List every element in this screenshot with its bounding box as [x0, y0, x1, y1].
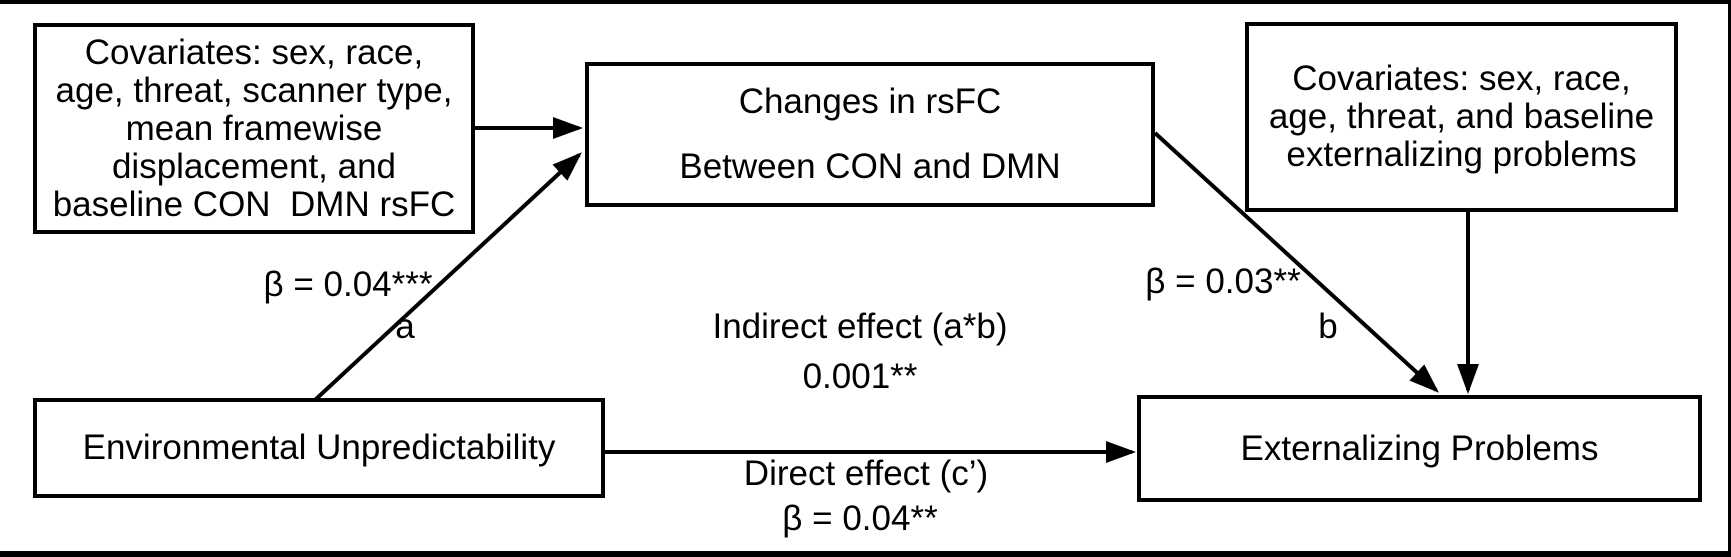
indirect-effect-value: 0.001**	[802, 357, 918, 396]
indirect-effect-label: Indirect effect (a*b)	[712, 307, 1008, 346]
covariates-left-line: baseline CON DMN rsFC	[52, 184, 456, 224]
outcome-label: Externalizing Problems	[1240, 428, 1599, 468]
covariates-left-line: displacement, and	[111, 146, 397, 186]
direct-effect-label: Direct effect (c’)	[743, 454, 989, 493]
path-a-beta-label: β = 0.04***	[263, 265, 433, 304]
covariates-right-line: Covariates: sex, race,	[1292, 59, 1631, 98]
path-b-beta-label: β = 0.03**	[1145, 262, 1301, 301]
mediator-line: Between CON and DMN	[679, 147, 1061, 186]
covariates-right-box: Covariates: sex, race, age, threat, and …	[1245, 22, 1678, 212]
covariates-left-line: Covariates: sex, race,	[84, 32, 424, 72]
predictor-label: Environmental Unpredictability	[82, 428, 556, 467]
covariates-left-line: mean framewise	[125, 108, 383, 148]
outcome-box: Externalizing Problems	[1137, 395, 1702, 502]
figure-border-right	[1728, 0, 1731, 557]
arrow-a-path	[313, 152, 582, 402]
path-a-label: a	[395, 307, 415, 346]
predictor-box: Environmental Unpredictability	[33, 398, 605, 498]
figure-border-top	[0, 0, 1731, 4]
direct-effect-value: β = 0.04**	[782, 499, 938, 538]
mediator-box: Changes in rsFC Between CON and DMN	[585, 62, 1155, 207]
covariates-right-line: externalizing problems	[1286, 135, 1637, 174]
mediator-line: Changes in rsFC	[738, 82, 1002, 121]
covariates-left-line: age, threat, scanner type,	[55, 70, 453, 110]
covariates-right-line: age, threat, and baseline	[1268, 97, 1655, 136]
arrow-b-path	[1153, 131, 1439, 393]
covariates-left-box: Covariates: sex, race, age, threat, scan…	[33, 23, 475, 234]
path-b-label: b	[1318, 307, 1338, 346]
figure-border-bottom	[0, 551, 1731, 557]
